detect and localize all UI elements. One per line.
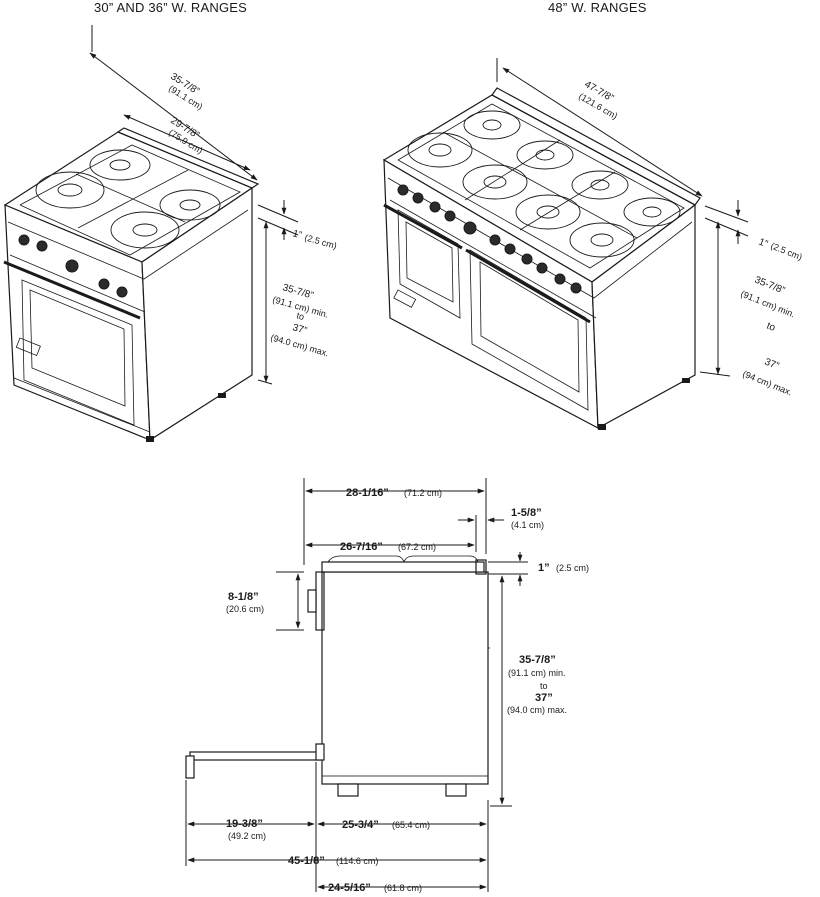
dim-rail-1in: 1” [291, 228, 303, 241]
dim-side-body-depth-cm: (65.4 cm) [392, 820, 430, 830]
dim-side-door-open-cm: (49.2 cm) [228, 831, 266, 841]
dim-side-depth-body-cm: (67.2 cm) [398, 542, 436, 552]
side-view-illustration [185, 555, 490, 797]
dim-48-height-min-cm: (91.1 cm) min. [739, 289, 796, 320]
dim-side-cabinet-depth: 24-5/16” [328, 882, 371, 894]
dim-side-knob-height-cm: (20.6 cm) [226, 604, 264, 614]
dim-side-overall-open: 45-1/8” [288, 855, 325, 867]
dim-side-depth-total-cm: (71.2 cm) [404, 488, 442, 498]
dim-side-height-max-cm: (94.0 cm) max. [507, 705, 567, 715]
title-48-ranges: 48” W. RANGES [548, 0, 647, 15]
dim-side-overall-open-cm: (114.6 cm) [336, 856, 378, 866]
dim-side-height-min: 35-7/8” [519, 654, 556, 666]
dim-height-to: to [295, 310, 305, 322]
dim-48-rail-cm: (2.5 cm) [769, 241, 803, 263]
dim-side-body-depth: 25-3/4” [342, 819, 379, 831]
range-30-36-knobs [18, 234, 128, 298]
dim-side-height-max: 37” [535, 692, 553, 704]
dim-side-height-to: to [540, 681, 548, 691]
dim-side-top-rail-cm: (2.5 cm) [556, 563, 589, 573]
title-30-36-ranges: 30” AND 36” W. RANGES [94, 0, 248, 15]
side-view-dimensions: 28-1/16” (71.2 cm) 1-5/8” (4.1 cm) 26-7/… [185, 478, 589, 894]
dim-48-rail: 1” [757, 237, 769, 251]
dim-side-depth-body: 26-7/16” [340, 541, 383, 553]
dim-side-knob-height: 8-1/8” [228, 591, 259, 603]
dim-side-door-open: 19-3/8” [226, 818, 263, 830]
dim-side-top-rail: 1” [538, 562, 550, 574]
range-48-knobs [397, 184, 582, 294]
dim-48-height-max-cm: (94 cm) max. [741, 369, 793, 398]
dim-side-cabinet-depth-cm: (61.8 cm) [384, 883, 422, 893]
dim-side-backguard: 1-5/8” [511, 507, 542, 519]
dim-48-height-max: 37” [763, 357, 781, 373]
dim-48-height-min: 35-7/8” [753, 275, 787, 297]
dim-rail-cm: (2.5 cm) [303, 232, 337, 251]
dim-height-max: 37” [291, 322, 308, 337]
dim-side-backguard-cm: (4.1 cm) [511, 520, 544, 530]
dim-48-height-to: to [765, 321, 777, 334]
dim-height-max-cm: (94.0 cm) max. [269, 332, 329, 358]
range-30-36-illustration [3, 127, 260, 442]
dim-side-depth-total: 28-1/16” [346, 487, 389, 499]
range-48-illustration [382, 87, 701, 430]
dim-side-height-min-cm: (91.1 cm) min. [508, 668, 566, 678]
